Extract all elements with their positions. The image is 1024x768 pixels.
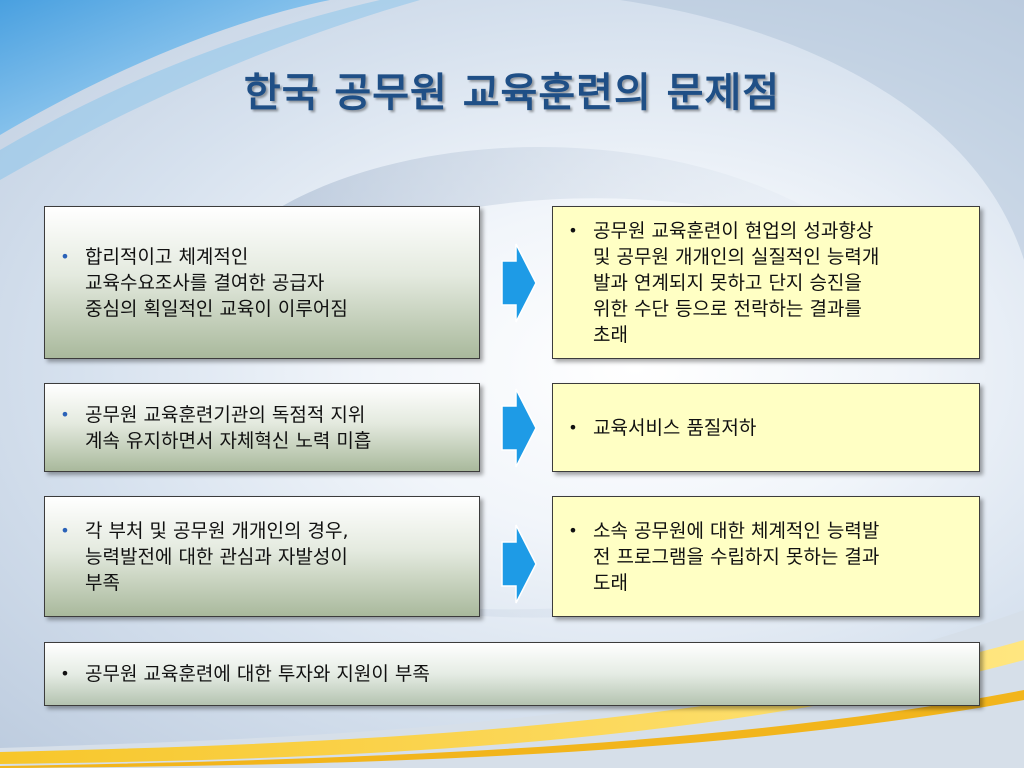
- result-box-2: • 교육서비스 품질저하: [552, 383, 980, 472]
- right-arrow-icon: [501, 243, 537, 323]
- bottom-summary-box: • 공무원 교육훈련에 대한 투자와 지원이 부족: [44, 642, 980, 706]
- problem-item-3: • 각 부처 및 공무원 개개인의 경우, 능력발전에 대한 관심과 자발성이 …: [45, 518, 479, 596]
- problem-box-3: • 각 부처 및 공무원 개개인의 경우, 능력발전에 대한 관심과 자발성이 …: [44, 496, 480, 617]
- result-item-1: • 공무원 교육훈련이 현업의 성과향상 및 공무원 개개인의 실질적인 능력개…: [553, 218, 979, 348]
- bullet-icon: •: [60, 520, 70, 540]
- bullet-icon: •: [60, 246, 70, 266]
- problem-item-1: • 합리적이고 체계적인 교육수요조사를 결여한 공급자 중심의 획일적인 교육…: [45, 244, 479, 322]
- bullet-icon: •: [568, 220, 578, 240]
- right-arrow-icon: [501, 524, 537, 604]
- page-title: 한국 공무원 교육훈련의 문제점: [243, 70, 781, 116]
- problem-box-2: • 공무원 교육훈련기관의 독점적 지위 계속 유지하면서 자체혁신 노력 미흡: [44, 383, 480, 472]
- problem-text-2: 공무원 교육훈련기관의 독점적 지위 계속 유지하면서 자체혁신 노력 미흡: [85, 403, 372, 452]
- bottom-text: 공무원 교육훈련에 대한 투자와 지원이 부족: [85, 663, 430, 685]
- bullet-icon: •: [568, 417, 578, 437]
- bullet-icon: •: [60, 404, 70, 424]
- problem-box-1: • 합리적이고 체계적인 교육수요조사를 결여한 공급자 중심의 획일적인 교육…: [44, 206, 480, 359]
- result-box-3: • 소속 공무원에 대한 체계적인 능력발 전 프로그램을 수립하지 못하는 결…: [552, 496, 980, 617]
- right-arrow-icon: [501, 388, 537, 468]
- bullet-icon: •: [568, 520, 578, 540]
- result-box-1: • 공무원 교육훈련이 현업의 성과향상 및 공무원 개개인의 실질적인 능력개…: [552, 206, 980, 359]
- result-item-2: • 교육서비스 품질저하: [553, 415, 979, 441]
- problem-text-1: 합리적이고 체계적인 교육수요조사를 결여한 공급자 중심의 획일적인 교육이 …: [85, 245, 348, 320]
- bottom-item: • 공무원 교육훈련에 대한 투자와 지원이 부족: [45, 661, 979, 687]
- result-text-3: 소속 공무원에 대한 체계적인 능력발 전 프로그램을 수립하지 못하는 결과 …: [593, 519, 880, 594]
- result-text-2: 교육서비스 품질저하: [593, 416, 757, 439]
- bullet-icon: •: [60, 664, 70, 683]
- problem-text-3: 각 부처 및 공무원 개개인의 경우, 능력발전에 대한 관심과 자발성이 부족: [85, 519, 349, 594]
- result-text-1: 공무원 교육훈련이 현업의 성과향상 및 공무원 개개인의 실질적인 능력개 발…: [593, 219, 880, 346]
- result-item-3: • 소속 공무원에 대한 체계적인 능력발 전 프로그램을 수립하지 못하는 결…: [553, 518, 979, 596]
- problem-item-2: • 공무원 교육훈련기관의 독점적 지위 계속 유지하면서 자체혁신 노력 미흡: [45, 402, 479, 454]
